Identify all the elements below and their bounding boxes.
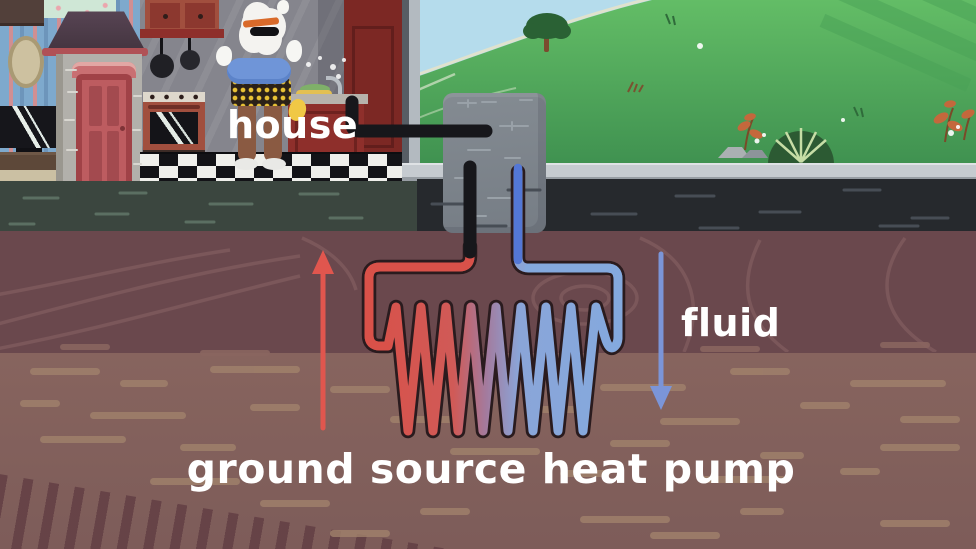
green-dish [300, 84, 330, 94]
sink-counter [284, 94, 368, 104]
cabinet-door [150, 3, 180, 28]
sunglasses-icon [250, 27, 279, 36]
soil-upper-layer [0, 231, 976, 353]
house-outer-wall [402, 0, 420, 183]
steam-puff [277, 0, 289, 14]
heat-pump-unit [443, 93, 546, 233]
foundation-wall-left [0, 181, 417, 233]
oven-handle [148, 105, 200, 109]
bubble [318, 56, 322, 60]
bubble [306, 62, 311, 67]
hanging-pan-icon [150, 54, 174, 78]
oven [143, 92, 205, 156]
pan-hook [188, 38, 191, 52]
tv-stand [16, 148, 42, 154]
upper-cabinets [145, 0, 219, 30]
caption-label: ground source heat pump [186, 445, 796, 493]
tv-screen [0, 106, 58, 148]
bubble [336, 74, 341, 79]
steam-puff [216, 46, 232, 66]
oven-control-panel [143, 92, 205, 102]
wood-shelf [0, 0, 44, 26]
steam-puff [286, 40, 302, 62]
oven-window [150, 112, 198, 144]
bubble [342, 58, 346, 62]
pan-rail [140, 29, 224, 38]
fluid-label: fluid [681, 301, 781, 345]
hanging-pot-icon [180, 50, 200, 70]
character-leg [238, 96, 256, 162]
wood-desk [0, 152, 62, 172]
character-leg [264, 96, 282, 162]
door-knob [120, 126, 125, 131]
bubble [330, 64, 336, 70]
character-foot [262, 158, 286, 170]
house-label: house [227, 103, 359, 147]
front-door [82, 80, 126, 183]
baseboard [0, 170, 62, 183]
character-towel [227, 58, 291, 84]
playhouse-eave [42, 48, 148, 56]
cabinet-door [185, 3, 215, 28]
character-foot [234, 158, 258, 170]
pan-hook [160, 38, 163, 56]
faucet-icon [326, 76, 342, 94]
oval-mirror [8, 36, 44, 88]
